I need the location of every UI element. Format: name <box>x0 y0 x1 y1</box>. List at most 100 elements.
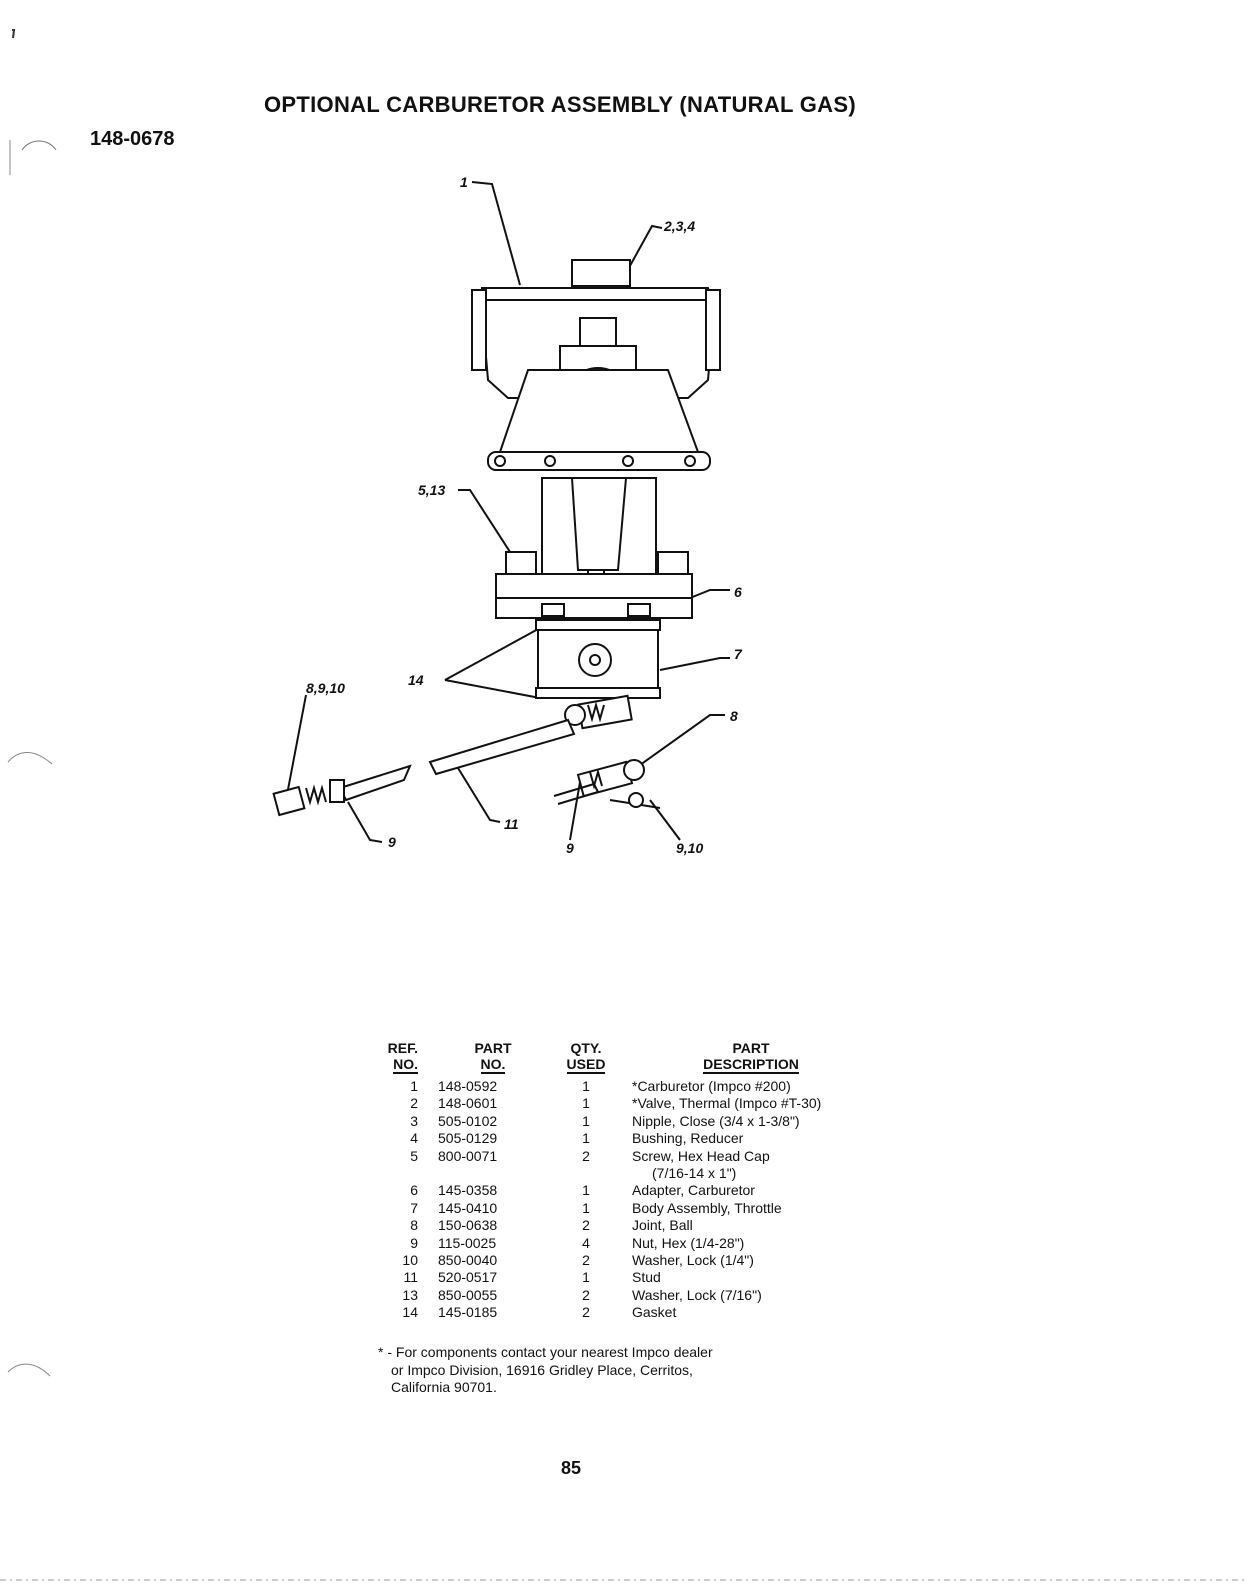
part-description-cell: *Valve, Thermal (Impco #T-30) <box>624 1095 870 1112</box>
part-description-cell: Nipple, Close (3/4 x 1-3/8") <box>624 1113 870 1130</box>
table-row: 9 115-0025 4 Nut, Hex (1/4-28") <box>370 1235 870 1252</box>
leader-9a <box>347 801 383 843</box>
part-no-cell: 148-0592 <box>438 1078 498 1094</box>
header-qty-used: QTY. USED <box>566 1040 606 1074</box>
qty-used-cell: 1 <box>582 1130 590 1147</box>
leader-14b <box>444 679 541 699</box>
qty-used-cell: 1 <box>582 1095 590 1112</box>
qty-used-cell: 2 <box>582 1147 590 1164</box>
lower-housing <box>498 369 700 453</box>
qty-used-cell: 1 <box>582 1182 590 1199</box>
part-no-cell: 115-0025 <box>438 1234 497 1251</box>
page-number: 85 <box>561 1458 582 1478</box>
table-row: 6 145-0358 1 Adapter, Carburetor <box>370 1182 870 1199</box>
throttle-body-gasket <box>535 619 661 631</box>
callout-7: 7 <box>734 646 742 662</box>
part-description-cell: Nut, Hex (1/4-28") <box>624 1235 870 1252</box>
bolt-left <box>505 551 537 575</box>
ref-no-cell: 5 <box>410 1147 418 1164</box>
part-description-cell: Joint, Ball <box>624 1217 870 1234</box>
table-row: 13 850-0055 2 Washer, Lock (7/16") <box>370 1287 870 1304</box>
part-no-cell: 505-0129 <box>438 1130 498 1147</box>
footnote: * - For components contact your nearest … <box>378 1344 848 1397</box>
leader-1 <box>471 181 521 286</box>
ref-no-cell: 6 <box>410 1182 418 1199</box>
ref-no-cell: 8 <box>410 1217 418 1234</box>
description-line: Screw, Hex Head Cap <box>632 1147 770 1164</box>
part-no-cell: 145-0358 <box>438 1182 498 1199</box>
leader-8910 <box>285 694 307 801</box>
leader-6 <box>689 589 730 599</box>
part-no-cell: 505-0102 <box>438 1112 498 1129</box>
document-number: 148-0678 <box>90 128 175 150</box>
ref-no-cell: 13 <box>402 1286 418 1303</box>
top-cap <box>571 259 631 287</box>
part-no-cell: 850-0055 <box>438 1286 498 1303</box>
table-row: 11 520-0517 1 Stud <box>370 1269 870 1286</box>
footnote-line: * - For components contact your nearest … <box>378 1344 713 1360</box>
throttle-body <box>537 629 659 693</box>
description-line: Washer, Lock (7/16") <box>632 1286 762 1303</box>
description-line: Nut, Hex (1/4-28") <box>632 1234 745 1251</box>
qty-used-cell: 1 <box>582 1078 590 1094</box>
part-no-cell: 145-0185 <box>438 1304 498 1321</box>
description-line: Nipple, Close (3/4 x 1-3/8") <box>632 1112 800 1129</box>
part-no-cell: 148-0601 <box>438 1095 498 1112</box>
part-description-cell: Washer, Lock (7/16") <box>624 1287 870 1304</box>
header-part-no: PART NO. <box>474 1040 512 1074</box>
callout-9-right: 9 <box>566 840 574 856</box>
qty-used-cell: 2 <box>582 1304 590 1321</box>
ball-joint-left <box>272 785 306 817</box>
callout-14: 14 <box>408 672 424 688</box>
ref-no-cell: 14 <box>402 1304 418 1321</box>
ref-no-cell: 4 <box>410 1130 418 1147</box>
ball-joint-center <box>577 694 633 730</box>
part-no-cell: 145-0410 <box>438 1199 498 1216</box>
qty-used-cell: 4 <box>582 1234 590 1251</box>
description-line: *Carburetor (Impco #200) <box>632 1078 791 1094</box>
table-row: 14 145-0185 2 Gasket <box>370 1304 870 1321</box>
table-row: 1 148-0592 1 *Carburetor (Impco #200) <box>370 1078 870 1095</box>
part-description-cell: Gasket <box>624 1304 870 1321</box>
callout-2-3-4: 2,3,4 <box>664 218 696 234</box>
part-description-cell: Stud <box>624 1269 870 1286</box>
ref-no-cell: 9 <box>410 1234 418 1251</box>
description-line: (7/16-14 x 1") <box>652 1165 737 1182</box>
center-fitting <box>579 317 617 347</box>
table-row: 4 505-0129 1 Bushing, Reducer <box>370 1130 870 1147</box>
table-row: 5 800-0071 2 Screw, Hex Head Cap(7/16-14 x … <box>370 1148 870 1183</box>
part-description-cell: Body Assembly, Throttle <box>624 1200 870 1217</box>
part-description-cell: Screw, Hex Head Cap(7/16-14 x 1") <box>624 1148 870 1183</box>
ref-no-cell: 1 <box>410 1078 418 1094</box>
stud-rod <box>428 718 576 776</box>
parts-list-body: 1 148-0592 1 *Carburetor (Impco #200) 2 148-0… <box>370 1078 870 1322</box>
description-line: *Valve, Thermal (Impco #T-30) <box>632 1095 822 1112</box>
callout-6: 6 <box>734 584 742 600</box>
part-description-cell: Adapter, Carburetor <box>624 1182 870 1199</box>
carburetor-exploded-diagram <box>272 181 730 843</box>
leader-7 <box>659 657 730 671</box>
part-no-cell: 850-0040 <box>438 1252 498 1269</box>
qty-used-cell: 1 <box>582 1199 590 1216</box>
callout-1: 1 <box>460 174 468 190</box>
ref-no-cell: 11 <box>403 1269 418 1286</box>
part-no-cell: 520-0517 <box>438 1269 498 1286</box>
qty-used-cell: 2 <box>582 1286 590 1303</box>
qty-used-cell: 2 <box>582 1252 590 1269</box>
qty-used-cell: 1 <box>582 1269 590 1286</box>
table-header-row: REF. NO. PART NO. QTY. USED PART DESCRIP… <box>370 1040 870 1078</box>
callout-8: 8 <box>730 708 738 724</box>
footnote-line: or Impco Division, 16916 Gridley Place, … <box>391 1361 693 1378</box>
adapter-plate <box>495 573 693 599</box>
callout-9-10: 9,10 <box>676 840 704 856</box>
callout-9-left: 9 <box>388 834 396 850</box>
description-line: Gasket <box>632 1304 677 1321</box>
parts-list-table: REF. NO. PART NO. QTY. USED PART DESCRIP… <box>370 1040 870 1322</box>
description-line: Bushing, Reducer <box>632 1130 744 1147</box>
ref-no-cell: 10 <box>402 1252 418 1269</box>
part-no-cell: 800-0071 <box>438 1147 498 1164</box>
